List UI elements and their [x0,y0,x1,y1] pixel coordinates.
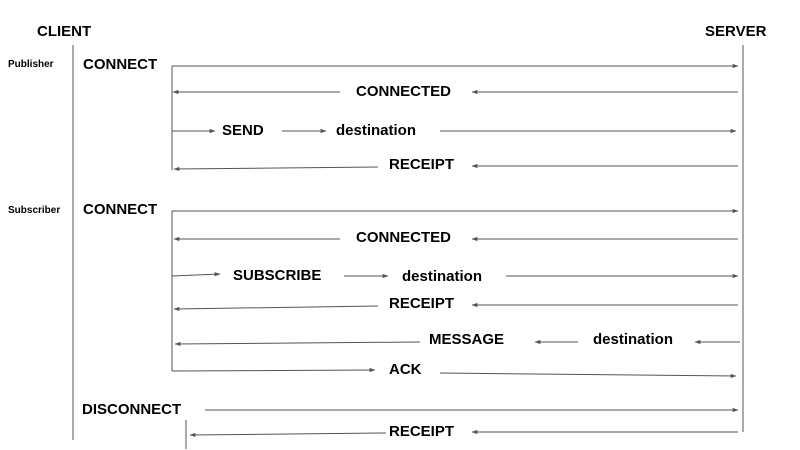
send-destination-label: destination [336,122,417,139]
send-label: SEND [222,122,264,139]
disconnect-receipt-arrow-b [189,432,387,438]
ack-label: ACK [389,361,422,378]
ack-arrow-b [439,372,737,379]
subscriber-role-label: Subscriber [8,205,61,216]
subscribe-destination-label: destination [402,268,483,285]
subscribe-arrow-a [171,272,221,277]
subscriber-receipt-arrow-b [173,305,379,312]
message-label: MESSAGE [429,331,505,348]
disconnect-receipt-label: RECEIPT [389,423,455,440]
publisher-role-label: Publisher [8,59,54,70]
publisher-receipt-arrow-b [173,166,379,172]
client-header: CLIENT [37,23,92,40]
message-arrow-c [174,341,421,347]
server-header: SERVER [705,23,767,40]
subscriber-connect-label: CONNECT [83,201,158,218]
publisher-receipt-label: RECEIPT [389,156,455,173]
disconnect-label: DISCONNECT [82,401,182,418]
subscribe-label: SUBSCRIBE [233,267,322,284]
subscriber-receipt-label: RECEIPT [389,295,455,312]
message-destination-label: destination [593,331,674,348]
ack-arrow-a [171,367,376,373]
subscriber-connected-label: CONNECTED [356,229,452,246]
publisher-connected-label: CONNECTED [356,83,452,100]
publisher-connect-label: CONNECT [83,56,158,73]
